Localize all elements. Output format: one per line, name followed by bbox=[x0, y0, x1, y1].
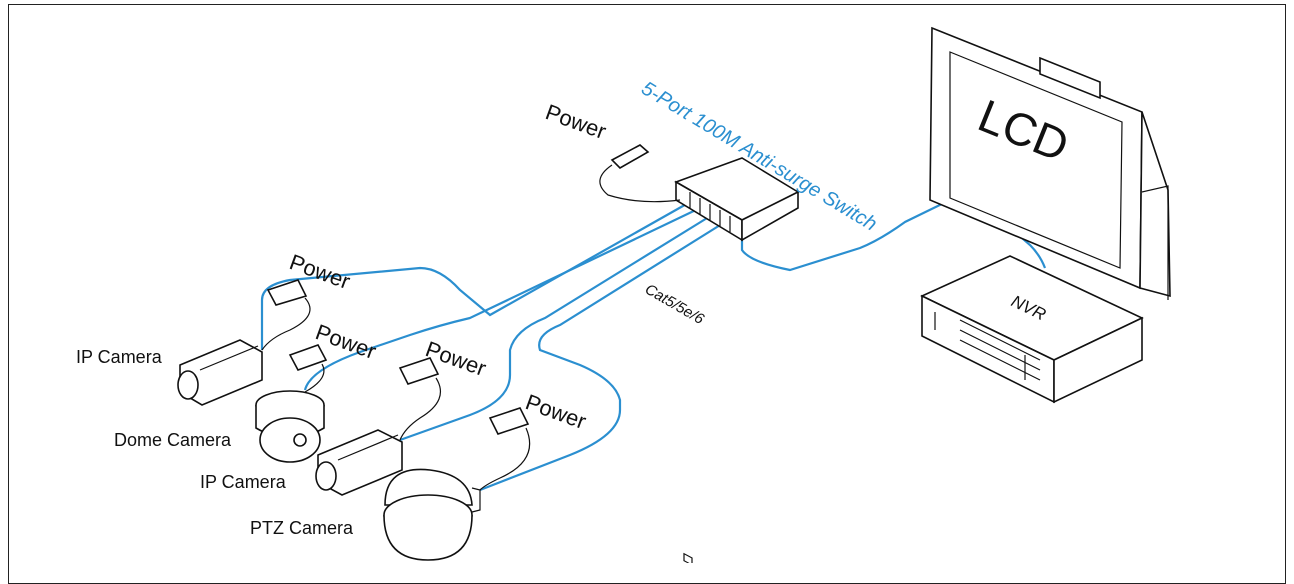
cable-ip-camera-1 bbox=[260, 201, 691, 350]
switch-power-adapter bbox=[599, 144, 681, 203]
cable-lines bbox=[260, 197, 1047, 492]
power-label-switch: Power bbox=[542, 99, 609, 144]
camera-label-ip-1: IP Camera bbox=[76, 347, 163, 367]
dome-camera-graphic bbox=[255, 390, 325, 463]
lcd-monitor bbox=[929, 26, 1171, 300]
camera-label-ptz: PTZ Camera bbox=[250, 518, 354, 538]
cable-ip-camera-2 bbox=[399, 214, 713, 442]
camera-label-dome: Dome Camera bbox=[114, 430, 232, 450]
power-label-4: Power bbox=[522, 389, 589, 434]
power-adapter-3 bbox=[398, 357, 441, 441]
power-adapters bbox=[261, 279, 531, 491]
ptz-camera-graphic bbox=[383, 468, 481, 561]
power-adapter-4 bbox=[479, 407, 531, 491]
cable-switch-nvr bbox=[740, 197, 1047, 272]
switch-device bbox=[674, 157, 800, 563]
cable-ptz-camera bbox=[479, 221, 726, 492]
network-diagram: 5-Port 100M Anti-surge Switch Cat5/5e/6 … bbox=[76, 26, 1171, 563]
ip-camera-1-graphic bbox=[177, 339, 263, 406]
cable-label: Cat5/5e/6 bbox=[642, 281, 707, 329]
nvr-device bbox=[920, 255, 1144, 404]
power-adapter-2 bbox=[288, 344, 328, 393]
cable-dome-camera bbox=[303, 207, 701, 391]
ip-camera-2-graphic bbox=[315, 429, 403, 496]
power-adapter-1 bbox=[261, 279, 311, 351]
camera-label-ip-2: IP Camera bbox=[200, 472, 287, 492]
